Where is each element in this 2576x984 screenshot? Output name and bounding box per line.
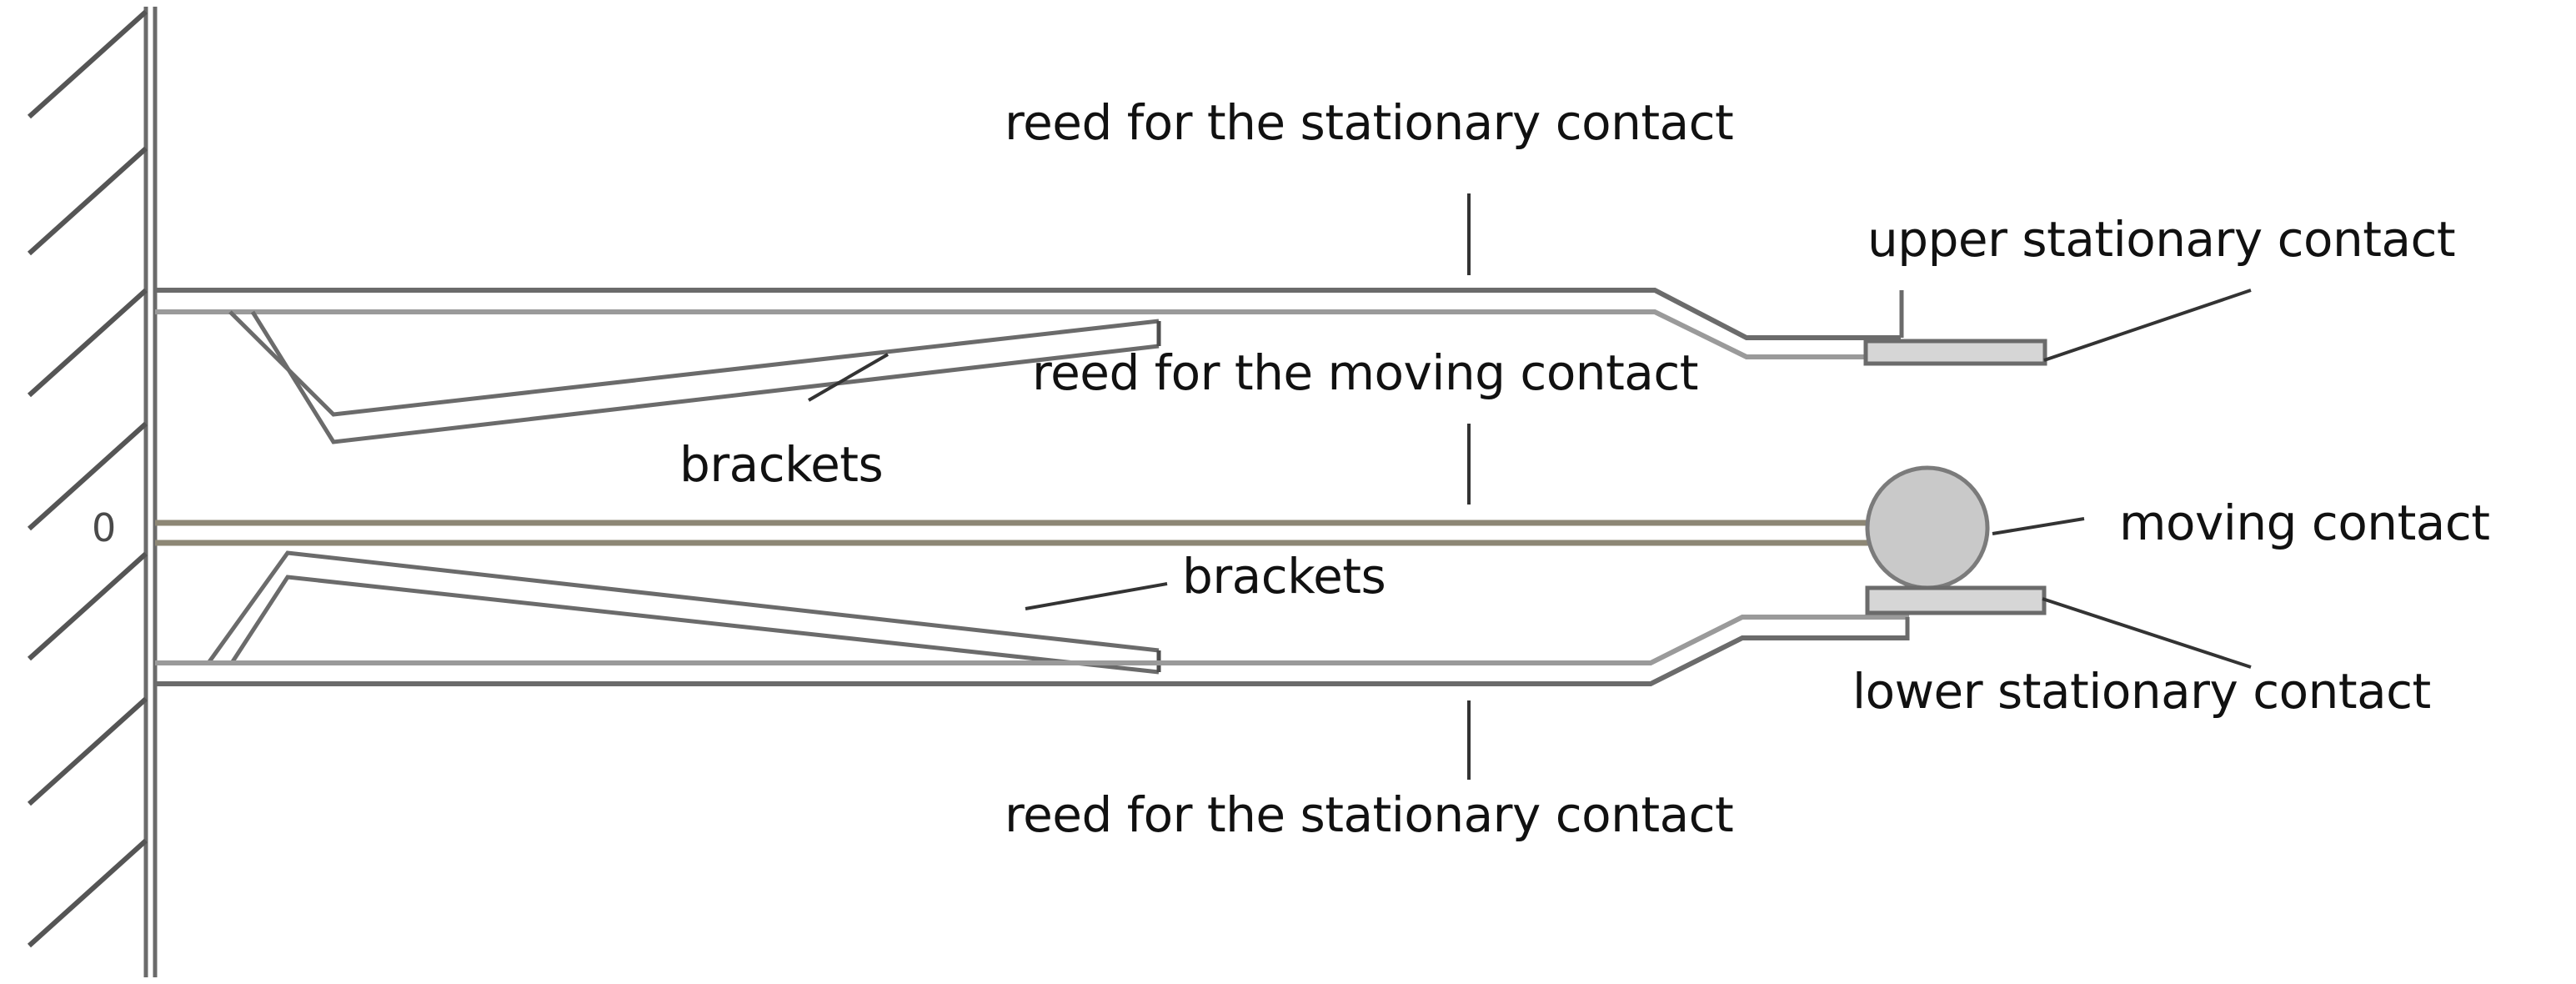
upper-reed-bottom-edge xyxy=(155,309,1905,359)
upper-bracket-outer-edge xyxy=(228,310,1160,417)
upper-contact-pad xyxy=(1863,339,2047,366)
lower-bracket-inner-edge xyxy=(229,575,1160,675)
leader-upper-stationary-contact xyxy=(2043,289,2252,362)
hatch-line xyxy=(27,696,148,806)
moving-contact-ball xyxy=(1865,465,1990,590)
lower-stationary-contact xyxy=(1865,585,2047,615)
upper-stationary-reed xyxy=(155,288,1905,359)
upper-bracket xyxy=(228,310,1161,444)
wall-hatching xyxy=(27,9,148,948)
label-moving-reed: reed for the moving contact xyxy=(1032,344,1698,401)
hatch-line xyxy=(27,9,148,119)
hatch-line xyxy=(27,146,148,256)
lower-bracket xyxy=(206,550,1161,675)
lower-reed-bottom-edge xyxy=(155,635,1909,686)
wall-group xyxy=(27,7,158,977)
label-moving-contact: moving contact xyxy=(2119,495,2490,551)
leader-lower-stationary-contact xyxy=(2042,597,2252,669)
upper-stationary-contact xyxy=(1863,339,2047,366)
lower-contact-pad xyxy=(1865,585,2047,615)
hatch-line xyxy=(27,838,148,948)
upper-reed-top-edge xyxy=(155,288,1901,340)
hatch-line xyxy=(27,288,148,398)
label-upper-reed: reed for the stationary contact xyxy=(1005,94,1734,151)
label-brackets-upper: brackets xyxy=(679,436,884,493)
label-lower-stationary-contact: lower stationary contact xyxy=(1852,663,2431,720)
hatch-line xyxy=(27,421,148,531)
moving-reed xyxy=(155,520,1888,546)
leader-lower-brackets xyxy=(1025,582,1168,610)
leader-upper-brackets xyxy=(807,353,890,402)
hatch-line xyxy=(27,551,148,661)
label-origin-marker: 0 xyxy=(92,505,117,550)
lower-reed-top-edge xyxy=(155,615,1909,665)
label-upper-stationary-contact: upper stationary contact xyxy=(1867,211,2456,268)
lower-stationary-reed xyxy=(155,615,1910,686)
lower-bracket-outer-edge xyxy=(206,550,1160,665)
label-brackets-lower: brackets xyxy=(1182,548,1386,605)
leader-moving-contact xyxy=(1992,517,2085,535)
label-lower-reed: reed for the stationary contact xyxy=(1005,786,1734,843)
upper-bracket-inner-edge xyxy=(250,310,1160,444)
moving-contact xyxy=(1865,465,1990,590)
leader-lines xyxy=(807,193,2252,780)
